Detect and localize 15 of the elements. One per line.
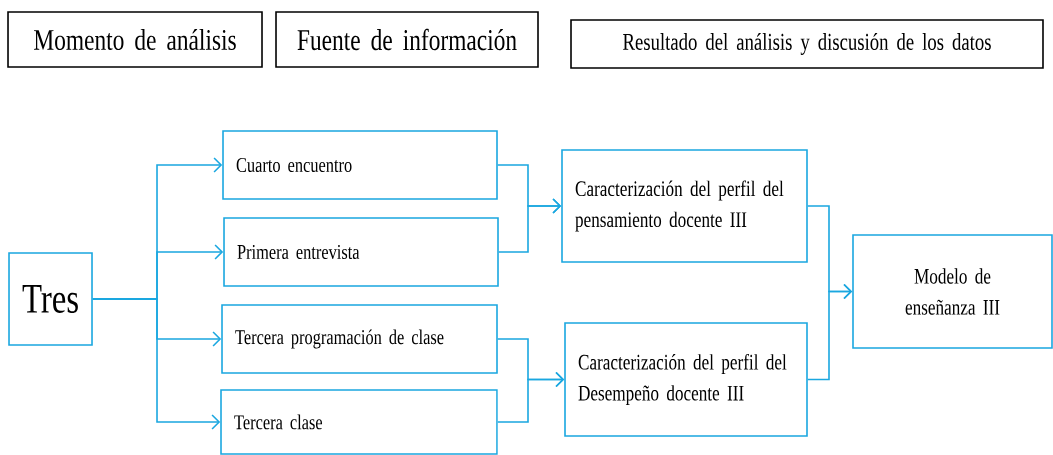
process-box: Primera entrevista <box>223 217 499 287</box>
arrow <box>807 283 853 381</box>
process-box: Caracterización del perfil del Desempeño docente III <box>564 322 808 437</box>
arrow <box>497 371 565 423</box>
heading-box: Resultado del análisis y discusión de los datos <box>570 19 1044 69</box>
process-box: Tercera clase <box>220 389 498 455</box>
heading-box: Momento de análisis <box>7 11 263 68</box>
process-box: Tercera programación de clase <box>221 304 498 374</box>
process-box: Caracterización del perfil del pensamiento docente III <box>561 149 808 263</box>
arrow <box>498 198 562 253</box>
arrow <box>92 298 221 430</box>
heading-box: Fuente de información <box>275 11 539 68</box>
process-box: Tres <box>8 252 93 346</box>
process-box: Modelo de enseñanza III <box>852 234 1053 349</box>
process-box: Cuarto encuentro <box>222 130 498 200</box>
